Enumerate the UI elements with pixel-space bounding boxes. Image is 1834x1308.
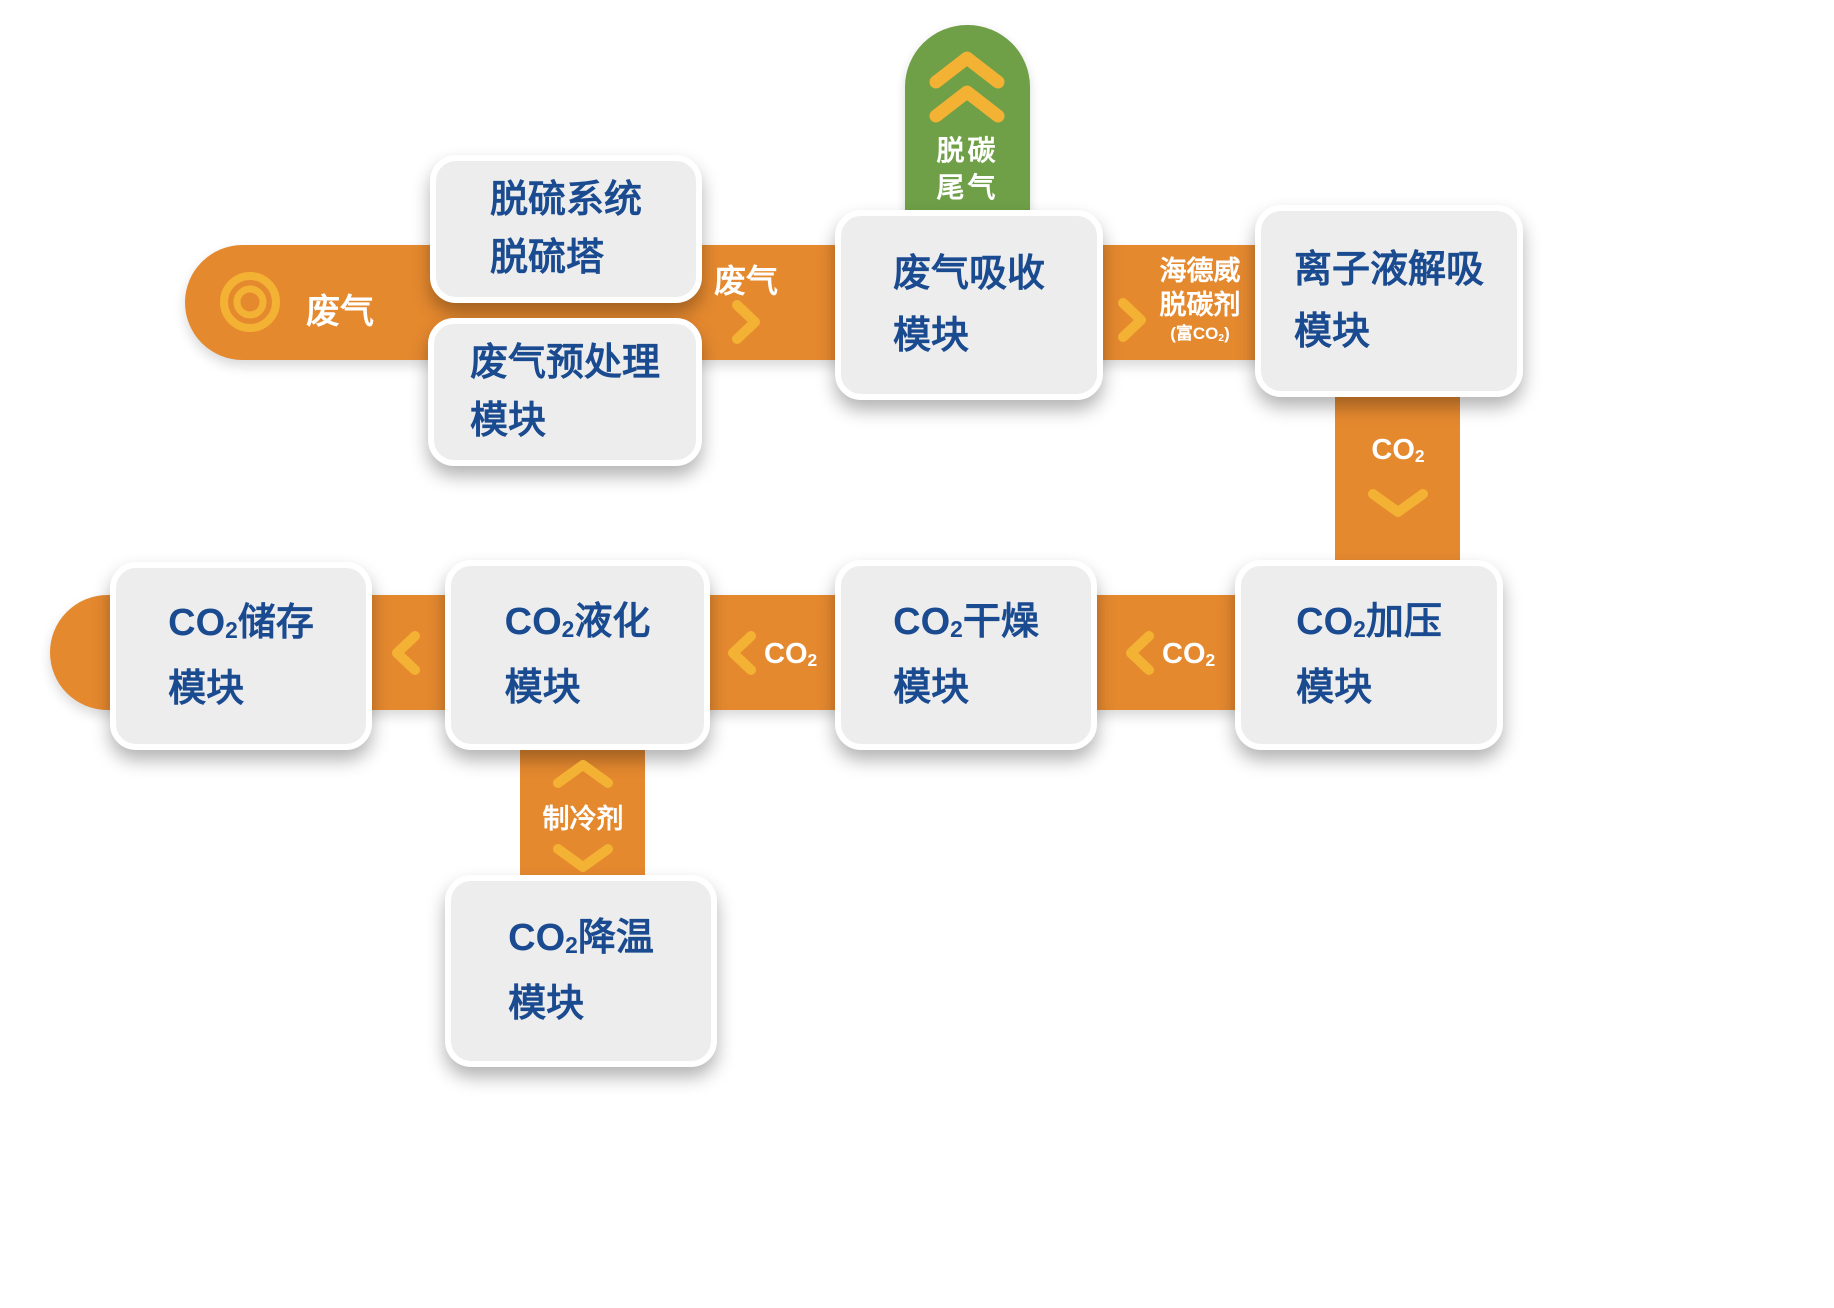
node-cooling: CO2降温 模块 — [445, 875, 717, 1067]
top-flow-band — [185, 245, 1300, 360]
node-label: 模块 — [469, 400, 546, 442]
chevron-down-icon — [1368, 489, 1428, 517]
node-label: 模块 — [1296, 667, 1373, 709]
absorbent-label: 海德威 脱碳剂 (富CO2) — [1150, 254, 1250, 349]
node-liquefaction: CO2液化 模块 — [445, 560, 710, 750]
absorbent-line2: 脱碳剂 — [1159, 290, 1241, 320]
absorbent-note: (富CO2) — [1170, 324, 1230, 344]
node-storage: CO2储存 模块 — [110, 562, 372, 750]
node-desulfurization: 脱硫系统 脱硫塔 — [430, 155, 702, 303]
refrigerant-label: 制冷剂 — [542, 804, 624, 834]
node-label: 模块 — [508, 983, 585, 1025]
node-label: CO2储存 — [168, 602, 314, 644]
chevron-left-icon — [728, 631, 756, 675]
double-chevron-up-icon — [929, 51, 1005, 123]
node-label: 模块 — [504, 667, 581, 709]
node-label: CO2液化 — [504, 601, 651, 643]
chevron-right-icon — [1118, 298, 1146, 342]
co2-flow-label: CO2 — [764, 638, 818, 670]
co2-flow-label: CO2 — [1162, 638, 1216, 670]
target-icon — [220, 272, 280, 332]
node-label: CO2干燥 — [893, 601, 1039, 643]
node-label: 模块 — [168, 668, 245, 710]
waste-gas-label: 废气 — [713, 263, 778, 299]
node-label: 模块 — [892, 315, 969, 357]
tail-gas-label: 脱碳 尾气 — [905, 132, 1030, 206]
node-label: 废气预处理 — [469, 342, 660, 384]
node-label: 脱硫塔 — [489, 237, 604, 279]
node-desorption: 离子液解吸 模块 — [1255, 205, 1523, 397]
node-label: CO2加压 — [1296, 601, 1442, 643]
chevron-left-icon — [1126, 631, 1154, 675]
chevron-down-icon — [553, 844, 613, 872]
node-label: 模块 — [893, 667, 970, 709]
node-pressurization: CO2加压 模块 — [1235, 560, 1503, 750]
chevron-left-icon — [392, 631, 420, 675]
node-drying: CO2干燥 模块 — [835, 560, 1097, 750]
node-label: CO2降温 — [508, 917, 654, 959]
absorbent-line1: 海德威 — [1159, 256, 1241, 286]
tail-gas-line1: 脱碳 — [936, 135, 999, 166]
node-absorption: 废气吸收 模块 — [835, 210, 1103, 400]
chevron-right-icon — [732, 300, 760, 344]
source-gas-label: 废气 — [306, 293, 374, 331]
node-pretreatment: 废气预处理 模块 — [428, 318, 702, 466]
node-label: 离子液解吸 — [1293, 249, 1484, 291]
co2-down-label: CO2 — [1371, 434, 1425, 466]
tail-gas-line2: 尾气 — [936, 172, 999, 203]
node-label: 废气吸收 — [892, 253, 1045, 295]
node-label: 模块 — [1293, 311, 1370, 353]
node-label: 脱硫系统 — [489, 179, 642, 221]
chevron-up-icon — [553, 760, 613, 788]
